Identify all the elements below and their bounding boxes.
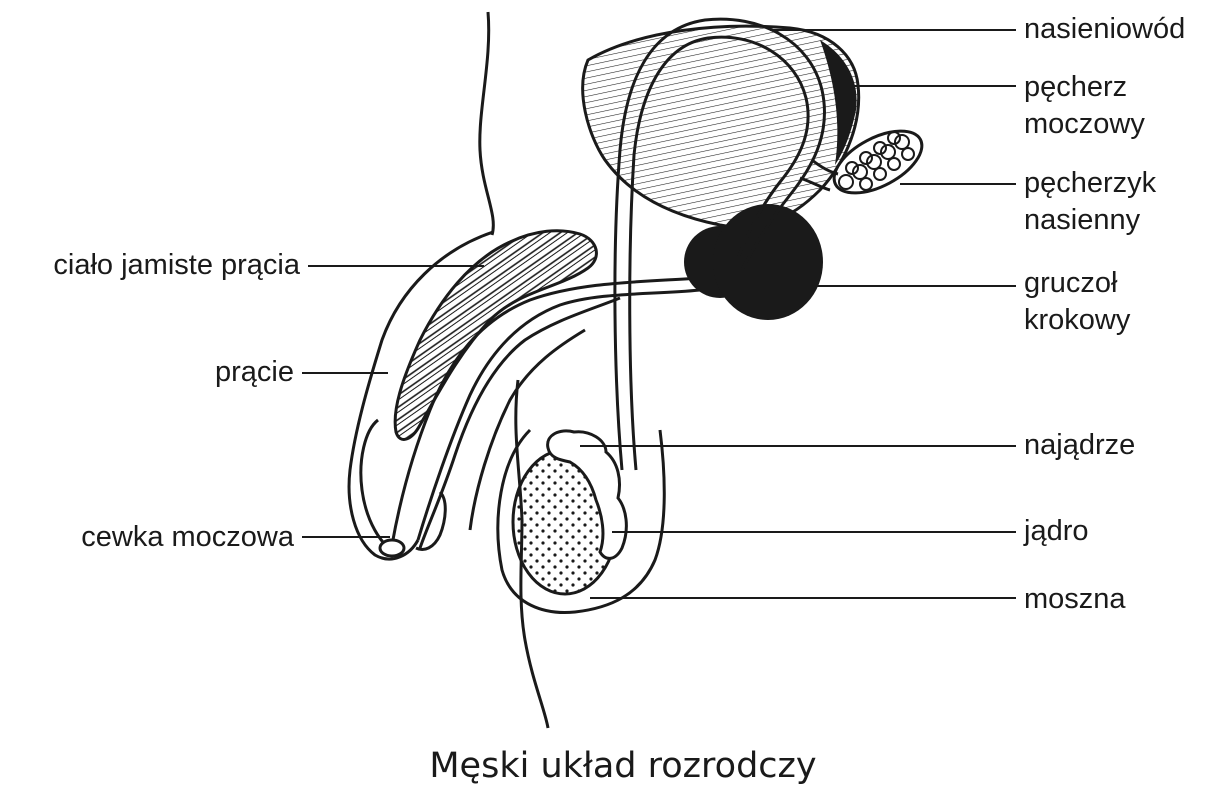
- label-scrotum: moszna: [1024, 582, 1126, 616]
- label-prostate-line1: gruczoł: [1024, 266, 1118, 300]
- label-prostate-line2: krokowy: [1024, 303, 1130, 337]
- urethra-opening: [380, 540, 404, 556]
- label-urethra: cewka moczowa: [6, 520, 294, 554]
- label-bladder-line2: moczowy: [1024, 107, 1145, 141]
- label-epididymis: najądrze: [1024, 428, 1135, 462]
- corpus-cavernosum: [395, 231, 596, 440]
- diagram-title: Męski układ rozrodczy: [0, 744, 1218, 788]
- label-seminal-vesicle-line1: pęcherzyk: [1024, 166, 1156, 200]
- label-penis: prącie: [6, 355, 294, 389]
- label-bladder-line1: pęcherz: [1024, 70, 1127, 104]
- label-seminal-vesicle-line2: nasienny: [1024, 203, 1140, 237]
- body-outline-upper: [480, 12, 494, 235]
- label-corpus-cavernosum: ciało jamiste prącia: [6, 248, 300, 282]
- label-vas-deferens: nasieniowód: [1024, 12, 1185, 46]
- label-testis: jądro: [1024, 514, 1089, 548]
- prostate-right: [713, 204, 823, 320]
